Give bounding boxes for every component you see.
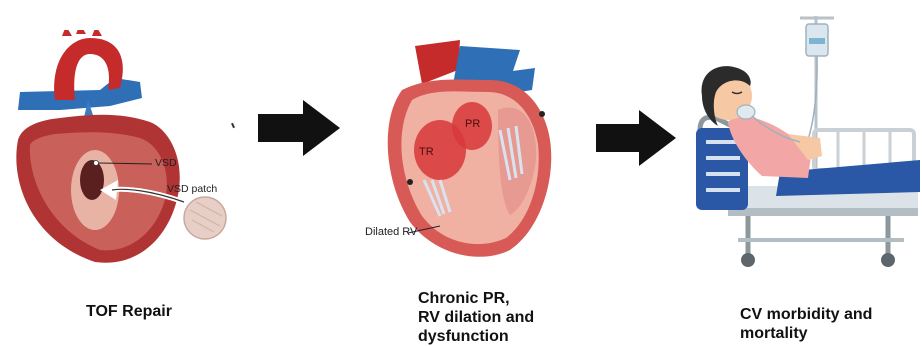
- cv-morbidity-caption: CV morbidity and mortality: [740, 305, 872, 346]
- pr-label: PR: [465, 118, 480, 130]
- caption-line: RV dilation and: [418, 308, 534, 327]
- chronic-pr-caption: Chronic PR, RV dilation and dysfunction: [418, 289, 534, 346]
- vsd-label: VSD: [155, 157, 177, 169]
- dilated-rv-label: Dilated RV: [365, 226, 417, 238]
- tof-repair-heart-illustration: [0, 30, 235, 270]
- caption-line: mortality: [740, 324, 872, 343]
- caption-line: CV morbidity and: [740, 305, 872, 324]
- patient-in-bed-illustration: [688, 10, 922, 272]
- tof-repair-caption: TOF Repair: [86, 302, 172, 321]
- tr-label: TR: [419, 146, 434, 158]
- flow-arrow-1: [258, 98, 343, 158]
- flow-arrow-2: [596, 108, 678, 168]
- caption-line: dysfunction: [418, 327, 534, 346]
- caption-line: TOF Repair: [86, 302, 172, 321]
- vsd-patch-label: VSD patch: [167, 183, 217, 195]
- caption-line: Chronic PR,: [418, 289, 534, 308]
- pulmonary-artery: [18, 78, 142, 110]
